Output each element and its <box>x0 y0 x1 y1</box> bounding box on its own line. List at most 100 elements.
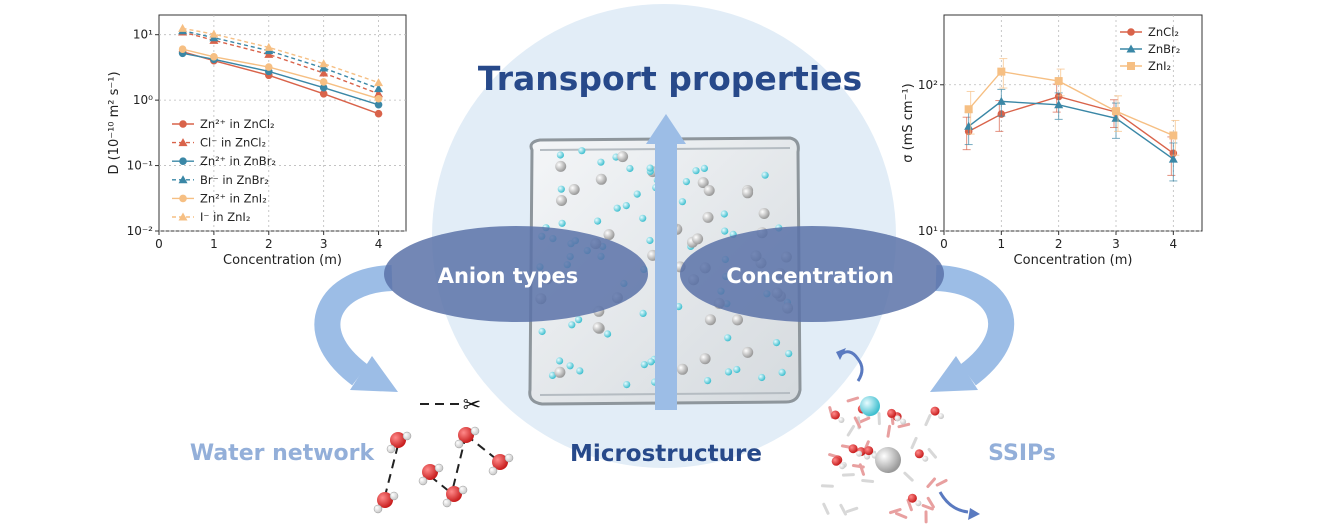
data-point <box>264 63 273 71</box>
data-point <box>1112 107 1120 116</box>
cyan-atom <box>622 202 630 210</box>
x-tick-label: 0 <box>155 237 163 251</box>
cyan-atom <box>640 361 648 369</box>
hydrogen-atom <box>389 491 399 501</box>
cyan-atom <box>623 381 631 389</box>
x-tick-label: 1 <box>998 237 1006 251</box>
legend-marker <box>179 120 187 128</box>
water-stick <box>906 498 913 512</box>
microstructure-label: Microstructure <box>570 441 762 467</box>
legend-label: Zn²⁺ in ZnBr₂ <box>200 154 276 168</box>
x-tick-label: 1 <box>210 237 218 251</box>
series-line <box>182 30 379 90</box>
data-point <box>319 78 328 86</box>
cyan-atom <box>594 217 602 225</box>
grey-atom <box>568 184 580 195</box>
plot-area <box>158 14 407 232</box>
legend-label: ZnBr₂ <box>1148 42 1180 56</box>
data-point <box>374 94 383 103</box>
series-5 <box>178 23 384 87</box>
x-tick-label: 0 <box>940 237 948 251</box>
cyan-atom <box>548 371 557 379</box>
oxygen-atom <box>887 408 897 418</box>
legend-marker <box>178 138 188 147</box>
x-tick-label: 4 <box>375 237 383 251</box>
grey-atom <box>592 322 604 334</box>
legend-label: ZnCl₂ <box>1148 25 1179 39</box>
oxygen-atom <box>930 406 940 416</box>
water-stick <box>839 503 847 516</box>
oxygen-atom <box>446 486 462 502</box>
grey-atom <box>702 211 714 223</box>
hydrogen-atom <box>922 455 929 462</box>
hydrogen-atom <box>900 418 907 425</box>
water-stick <box>895 512 908 519</box>
hydrogen-atom <box>418 476 428 486</box>
data-point <box>264 42 274 51</box>
data-point <box>209 29 219 38</box>
y-tick-label: 10² <box>918 78 938 92</box>
hydrogen-atom <box>386 444 396 454</box>
grey-atom <box>677 363 688 375</box>
hydrogen-atom <box>915 500 922 507</box>
cyan-atom <box>575 316 583 324</box>
data-point <box>374 100 383 109</box>
cyan-atom <box>613 204 621 212</box>
cyan-atom <box>772 339 781 347</box>
cyan-atom <box>720 210 728 218</box>
x-tick-label: 2 <box>265 237 273 251</box>
water-stick <box>927 448 937 459</box>
water-stick <box>924 414 932 427</box>
cyan-atom <box>724 334 732 342</box>
water-stick <box>897 422 911 429</box>
water-stick <box>858 416 871 424</box>
series-2 <box>964 58 1180 156</box>
water-stick <box>921 504 934 511</box>
cyan-atom <box>538 327 546 336</box>
water-stick <box>926 477 936 488</box>
data-point <box>1054 77 1063 86</box>
grey-atom <box>555 160 567 172</box>
data-point <box>964 105 973 114</box>
cyan-atom <box>761 171 769 179</box>
cyan-atom <box>758 373 766 382</box>
anion-types-label: Anion types <box>438 264 579 288</box>
water-stick <box>889 508 902 515</box>
cyan-atom <box>597 158 605 166</box>
x-tick-label: 3 <box>320 237 328 251</box>
water-stick <box>910 436 918 450</box>
water-network-illustration: ✂ <box>373 393 514 514</box>
hydrogen-atom <box>938 413 944 420</box>
hydrogen-atom <box>458 485 468 495</box>
cyan-atom <box>733 365 741 374</box>
data-point <box>319 89 328 98</box>
data-point <box>374 109 383 118</box>
grey-atom <box>697 177 709 189</box>
y-tick-label: 10⁻¹ <box>127 159 154 173</box>
hydrogen-atom <box>454 439 464 449</box>
hydrogen-atom <box>442 498 452 508</box>
data-point <box>374 78 384 87</box>
legend-marker <box>1126 44 1136 53</box>
water-stick <box>935 479 948 487</box>
data-point <box>319 68 329 77</box>
x-tick-label: 4 <box>1170 237 1178 251</box>
grey-atom <box>704 314 716 326</box>
concentration-label: Concentration <box>726 264 894 288</box>
cyan-atom <box>556 151 565 159</box>
cyan-atom <box>566 362 574 370</box>
oxygen-atom <box>422 464 438 480</box>
cyan-atom <box>700 164 709 172</box>
cyan-atom <box>646 164 654 172</box>
water-stick <box>903 471 914 482</box>
legend-label: I⁻ in ZnI₂ <box>200 210 250 224</box>
cyan-atom <box>556 357 564 365</box>
hydrogen-atom <box>504 453 514 463</box>
hydrogen-atom <box>894 415 901 422</box>
water-stick <box>926 496 935 509</box>
